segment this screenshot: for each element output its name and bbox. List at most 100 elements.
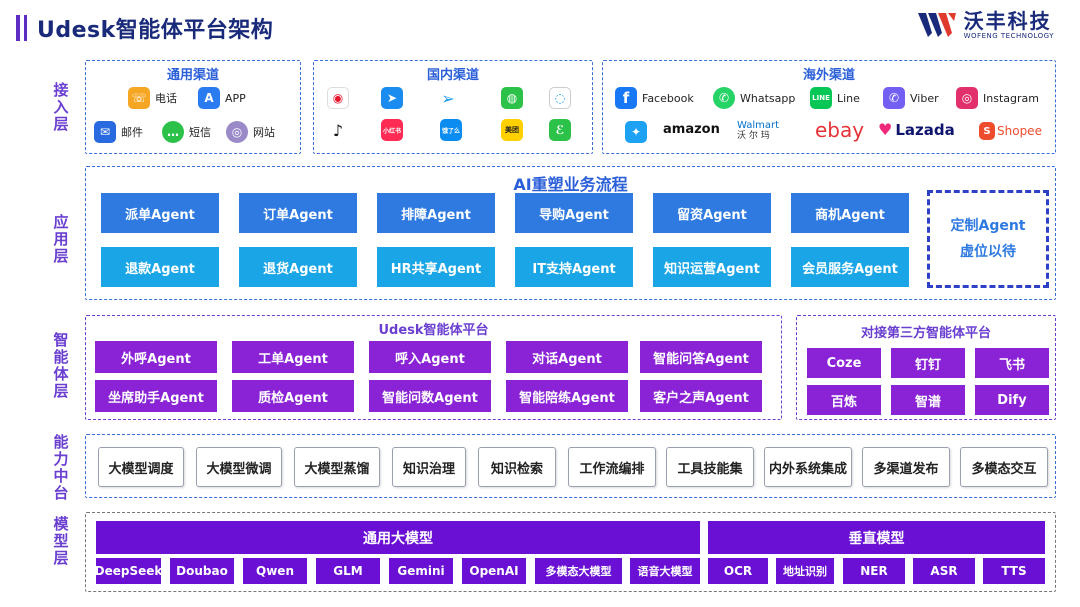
agent-dialogue-button[interactable]: 对话Agent [506, 341, 628, 373]
channel-viber-label: Viber [910, 91, 939, 105]
viber-icon: ✆ [883, 87, 905, 109]
model-openai[interactable]: OpenAI [462, 558, 526, 584]
model-speech[interactable]: 语音大模型 [630, 558, 700, 584]
agent-inbound-button[interactable]: 呼入Agent [369, 341, 491, 373]
channel-phone[interactable]: ☏ 电话 [128, 87, 177, 109]
platform-dify-button[interactable]: Dify [975, 385, 1049, 415]
wechat-icon[interactable]: ◍ [501, 87, 523, 109]
channel-sms-label: 短信 [189, 126, 211, 139]
model-tts[interactable]: TTS [983, 558, 1045, 584]
walmart-logo[interactable]: Walmart 沃 尔 玛 [737, 120, 779, 142]
twitter-icon[interactable]: ✦ [625, 121, 647, 143]
web-globe-icon: ◎ [226, 121, 248, 143]
agent-refund-button[interactable]: 退款Agent [101, 247, 219, 287]
channel-whatsapp[interactable]: ✆ Whatsapp [713, 87, 795, 109]
channel-facebook[interactable]: f Facebook [615, 87, 694, 109]
model-deepseek[interactable]: DeepSeek [95, 558, 162, 584]
channel-website[interactable]: ◎ 网站 [226, 121, 275, 143]
meituan-icon[interactable]: 美团 [501, 119, 523, 141]
platform-dingtalk-button[interactable]: 钉钉 [891, 348, 965, 378]
channel-email-label: 邮件 [121, 126, 143, 139]
domestic-channels-box: 国内渠道 ◉ ➤ ➢ ◍ ◌ ♪ 小红书 饿了么 美团 ℰ [313, 60, 593, 154]
agent-voc-button[interactable]: 客户之声Agent [640, 380, 762, 412]
chat-bubble-icon[interactable]: ◌ [549, 87, 571, 109]
model-doubao[interactable]: Doubao [170, 558, 234, 584]
model-qwen[interactable]: Qwen [243, 558, 307, 584]
agent-shopping-guide-button[interactable]: 导购Agent [515, 193, 633, 233]
agent-knowledge-ops-button[interactable]: 知识运营Agent [653, 247, 771, 287]
agent-data-query-button[interactable]: 智能问数Agent [369, 380, 491, 412]
platform-bailian-button[interactable]: 百炼 [807, 385, 881, 415]
douyin-icon[interactable]: ♪ [327, 119, 349, 141]
platform-zhipu-button[interactable]: 智谱 [891, 385, 965, 415]
custom-agent-placeholder[interactable]: 定制Agent 虚位以待 [927, 190, 1049, 288]
walmart-cn-text: 沃 尔 玛 [737, 131, 770, 141]
general-models-header: 通用大模型 [96, 521, 700, 554]
cap-model-distill[interactable]: 大模型蒸馏 [294, 447, 380, 487]
platform-feishu-button[interactable]: 飞书 [975, 348, 1049, 378]
agent-smart-qa-button[interactable]: 智能问答Agent [640, 341, 762, 373]
agent-it-support-button[interactable]: IT支持Agent [515, 247, 633, 287]
xiaohongshu-icon[interactable]: 小红书 [381, 119, 403, 141]
cap-workflow-orchestration[interactable]: 工作流编排 [568, 447, 656, 487]
amazon-logo[interactable]: amazon [663, 122, 720, 137]
paper-plane-icon[interactable]: ➢ [437, 87, 459, 109]
general-channels-title: 通用渠道 [166, 68, 219, 83]
ebay-logo[interactable]: ebay [815, 118, 865, 142]
agent-opportunity-button[interactable]: 商机Agent [791, 193, 909, 233]
cap-model-finetune[interactable]: 大模型微调 [196, 447, 282, 487]
model-address-recognition[interactable]: 地址识别 [776, 558, 834, 584]
agent-seat-assistant-button[interactable]: 坐席助手Agent [95, 380, 217, 412]
agent-dispatch-button[interactable]: 派单Agent [101, 193, 219, 233]
cap-system-integration[interactable]: 内外系统集成 [764, 447, 852, 487]
channel-line[interactable]: LINE Line [810, 87, 860, 109]
platform-coze-button[interactable]: Coze [807, 348, 881, 378]
cap-multimodal-interaction[interactable]: 多模态交互 [960, 447, 1048, 487]
udesk-agent-platform-box: Udesk智能体平台 [85, 315, 782, 420]
weibo-icon[interactable]: ◉ [327, 87, 349, 109]
lazada-heart-icon: ♥ [878, 120, 893, 139]
layer-label-model: 模型层 [53, 515, 69, 567]
vertical-models-header: 垂直模型 [708, 521, 1045, 554]
model-gemini[interactable]: Gemini [389, 558, 453, 584]
dingtalk-icon[interactable]: ➤ [381, 87, 403, 109]
agent-training-button[interactable]: 智能陪练Agent [506, 380, 628, 412]
model-multimodal[interactable]: 多模态大模型 [535, 558, 622, 584]
udesk-platform-title: Udesk智能体平台 [378, 323, 489, 338]
channel-app[interactable]: A APP [198, 87, 246, 109]
shopee-logo[interactable]: S Shopee [979, 122, 1042, 140]
mini-program-icon[interactable]: ℰ [549, 119, 571, 141]
application-title: AI重塑业务流程 [513, 175, 628, 194]
agent-member-service-button[interactable]: 会员服务Agent [791, 247, 909, 287]
channel-line-label: Line [837, 91, 860, 105]
agent-outbound-button[interactable]: 外呼Agent [95, 341, 217, 373]
channel-email[interactable]: ✉ 邮件 [94, 121, 143, 143]
channel-instagram[interactable]: ◎ Instagram [956, 87, 1039, 109]
cap-tool-skills[interactable]: 工具技能集 [666, 447, 754, 487]
application-layer-box: AI重塑业务流程 [85, 166, 1056, 300]
agent-qc-button[interactable]: 质检Agent [232, 380, 354, 412]
cap-knowledge-governance[interactable]: 知识治理 [392, 447, 466, 487]
agent-hr-shared-button[interactable]: HR共享Agent [377, 247, 495, 287]
model-asr[interactable]: ASR [913, 558, 975, 584]
logo-chinese-text: 沃丰科技 [963, 9, 1052, 33]
model-glm[interactable]: GLM [316, 558, 380, 584]
line-icon: LINE [810, 87, 832, 109]
channel-viber[interactable]: ✆ Viber [883, 87, 939, 109]
domestic-channels-title: 国内渠道 [426, 68, 479, 83]
agent-ticket-button[interactable]: 工单Agent [232, 341, 354, 373]
logo-english-text: WOFENG TECHNOLOGY [963, 32, 1054, 40]
channel-sms[interactable]: … 短信 [162, 121, 211, 143]
model-ner[interactable]: NER [843, 558, 905, 584]
cap-knowledge-retrieval[interactable]: 知识检索 [478, 447, 556, 487]
agent-order-button[interactable]: 订单Agent [239, 193, 357, 233]
agent-troubleshoot-button[interactable]: 排障Agent [377, 193, 495, 233]
layer-label-capability: 能力中台 [53, 433, 69, 502]
agent-lead-capture-button[interactable]: 留资Agent [653, 193, 771, 233]
lazada-logo[interactable]: ♥ Lazada [878, 120, 955, 139]
agent-return-button[interactable]: 退货Agent [239, 247, 357, 287]
cap-multichannel-publish[interactable]: 多渠道发布 [862, 447, 950, 487]
cap-model-scheduling[interactable]: 大模型调度 [98, 447, 184, 487]
eleme-icon[interactable]: 饿了么 [440, 119, 462, 141]
model-ocr[interactable]: OCR [708, 558, 768, 584]
